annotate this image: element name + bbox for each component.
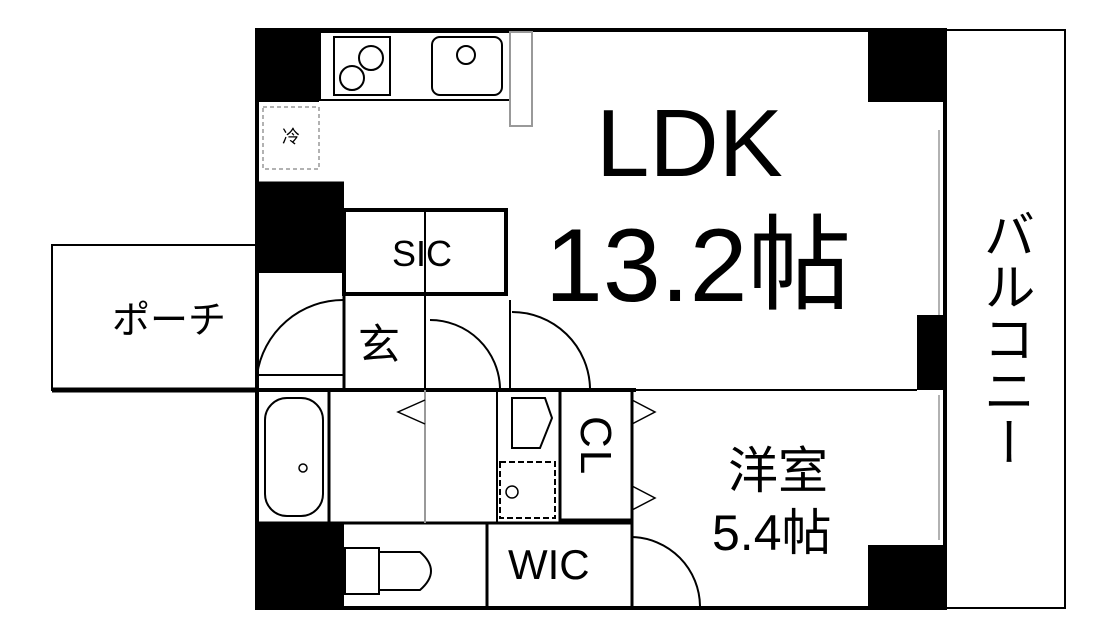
western-room-size: 5.4帖 [712, 505, 832, 561]
pillar-top-right [868, 30, 945, 102]
pillar-mid-right [917, 315, 945, 390]
closet-door [631, 399, 657, 511]
entrance-label: 玄 [358, 321, 401, 368]
washbasin [511, 397, 554, 449]
ldk-name: LDK [596, 90, 783, 197]
sink [431, 36, 503, 96]
fridge-label: 冷 [282, 127, 300, 147]
ldk-size: 13.2帖 [545, 208, 852, 324]
bathtub [264, 397, 324, 517]
kitchen-wall-stub [509, 31, 533, 127]
toilet-bowl [378, 551, 432, 591]
pillar-top-left [257, 30, 319, 102]
closet-label: CL [571, 416, 620, 477]
balcony-label: バルコニー [975, 208, 1033, 468]
balcony-outline [944, 29, 1066, 609]
burner-icon [358, 45, 384, 71]
porch-outline [51, 244, 258, 391]
tub-drain-icon [298, 463, 308, 473]
pillar-bottom-right [868, 545, 945, 608]
pillar-mid-left [257, 183, 344, 273]
folding-door [396, 399, 426, 425]
ldk-door-swing [511, 311, 591, 389]
bathroom-wall [255, 388, 331, 525]
burner-icon [339, 65, 365, 91]
sink-drain-icon [456, 45, 476, 65]
pillar-bottom-left [257, 523, 344, 608]
porch-label: ポーチ [112, 300, 227, 342]
wic-door-swing [631, 536, 701, 607]
fridge-space [262, 106, 320, 170]
sic-label: SIC [392, 233, 453, 274]
entrance-door-swing [256, 298, 345, 376]
washing-machine-pan [499, 461, 556, 519]
toilet-tank [344, 547, 380, 595]
drain-icon [505, 485, 519, 499]
western-room-name: 洋室 [728, 443, 828, 499]
wic-label: WIC [508, 541, 590, 588]
hall-door-swing [429, 319, 501, 389]
